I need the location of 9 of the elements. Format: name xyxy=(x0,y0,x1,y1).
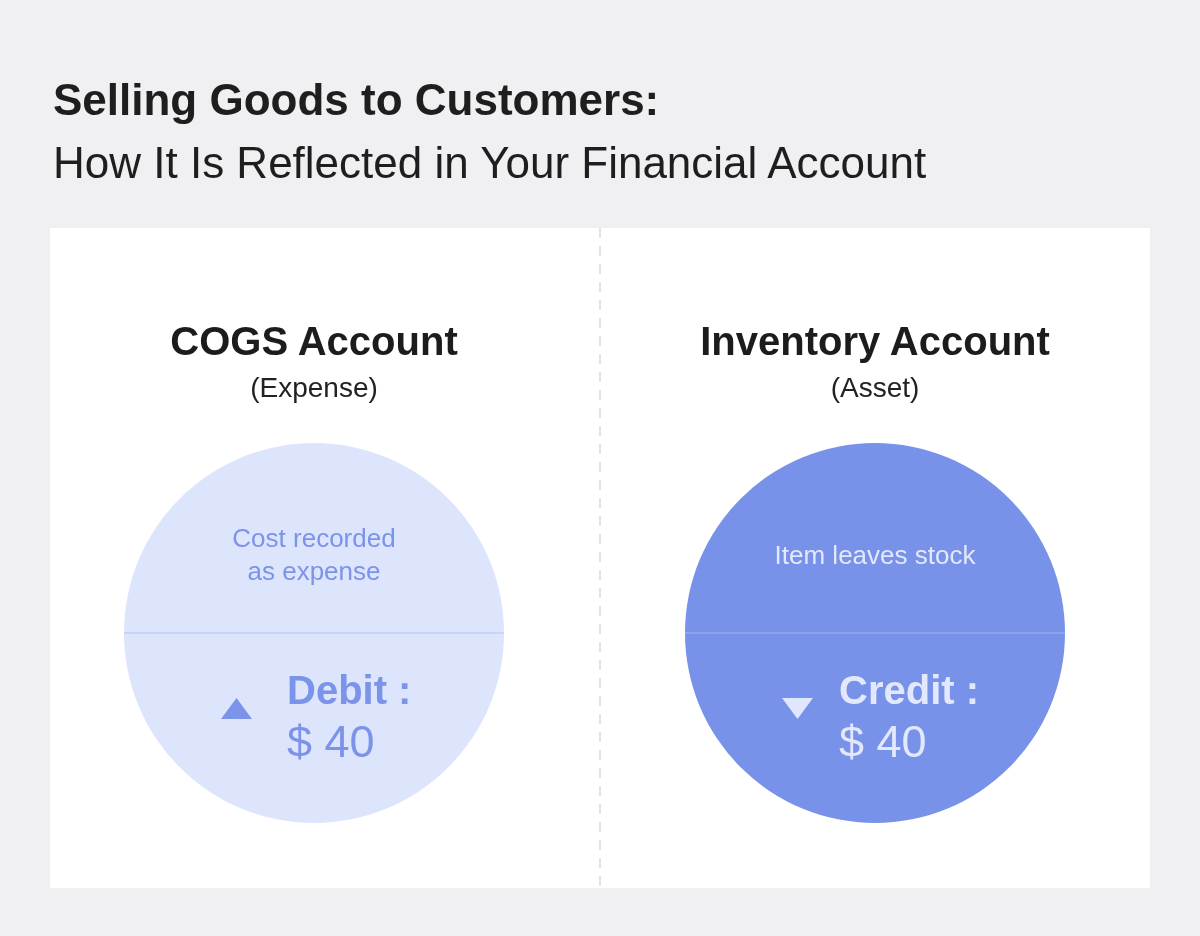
account-type-label: (Asset) xyxy=(829,371,921,405)
account-type-label: (Expense) xyxy=(249,371,379,405)
account-heading: COGS Account xyxy=(169,318,459,365)
amount-text: Debit : $ 40 xyxy=(287,667,412,768)
title: Selling Goods to Customers: How It Is Reflected in Your Financial Account xyxy=(53,74,927,189)
description-text: Item leaves stock xyxy=(773,538,977,572)
account-heading: Inventory Account xyxy=(699,318,1051,365)
amount-text: Credit : $ 40 xyxy=(839,667,979,768)
description-text: Cost recorded as expense xyxy=(231,522,397,588)
